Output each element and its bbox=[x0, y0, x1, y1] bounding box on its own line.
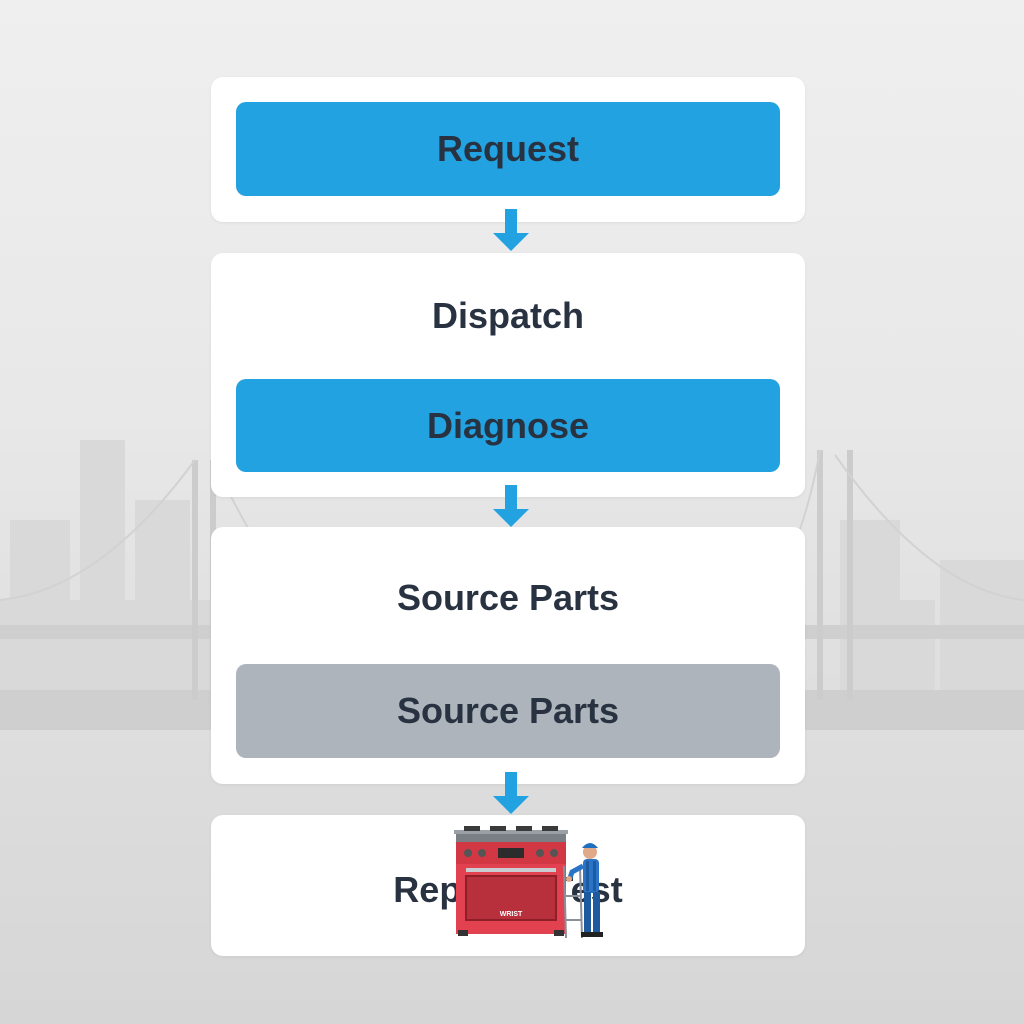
arrow-down-icon bbox=[493, 772, 529, 814]
request-card: Request bbox=[211, 77, 805, 222]
request-step[interactable]: Request bbox=[236, 102, 780, 196]
svg-text:WRIST: WRIST bbox=[500, 911, 523, 918]
source-parts-title: Source Parts bbox=[396, 577, 620, 618]
dispatch-card: Dispatch Diagnose bbox=[211, 253, 805, 497]
source-parts-card: Source Parts Source Parts bbox=[211, 527, 805, 784]
stove-icon: WRIST bbox=[454, 826, 568, 936]
stove-technician-illustration: WRIST bbox=[454, 826, 603, 939]
stepladder-icon bbox=[563, 865, 583, 939]
technician-icon bbox=[566, 843, 603, 937]
dispatch-step: Dispatch bbox=[431, 295, 585, 336]
source-parts-step[interactable]: Source Parts bbox=[236, 664, 780, 758]
arrow-down-icon bbox=[493, 485, 529, 527]
diagnose-step[interactable]: Diagnose bbox=[236, 379, 780, 472]
arrow-down-icon bbox=[493, 209, 529, 251]
